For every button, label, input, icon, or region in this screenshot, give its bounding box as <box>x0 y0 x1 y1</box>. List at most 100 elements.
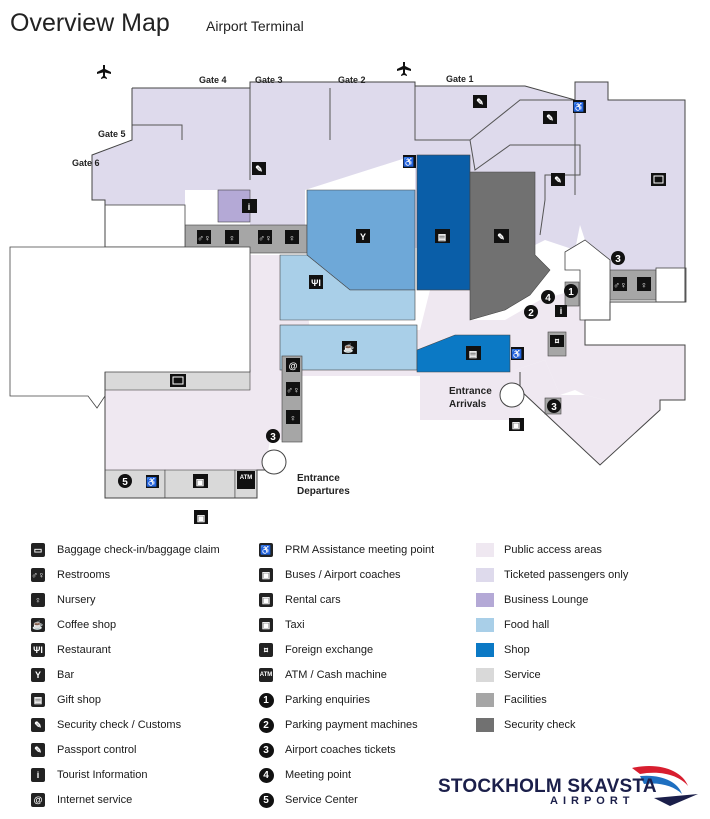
legend-label: Public access areas <box>504 544 602 556</box>
restrooms-icon: ♂♀ <box>31 568 45 582</box>
public-area <box>105 330 660 470</box>
shop-arrivals <box>416 334 511 373</box>
security-area <box>469 171 551 321</box>
map-nursery-icon-3: ♀ <box>286 410 300 424</box>
legend: ▭ Baggage check-in/baggage claim ♂♀ Rest… <box>0 536 710 819</box>
swatch-ticketed <box>476 568 494 582</box>
svg-text:i: i <box>248 202 251 212</box>
svg-text:♂♀: ♂♀ <box>286 385 300 395</box>
legend-item-passport: ✎ Passport control <box>29 741 136 759</box>
svg-text:☕: ☕ <box>343 342 354 353</box>
map-gift-shop-icon-2: ▤ <box>466 346 481 360</box>
legend-label: Shop <box>504 644 530 656</box>
legend-label: Coffee shop <box>57 619 117 631</box>
internet-icon: @ <box>29 792 47 808</box>
svg-text:4: 4 <box>545 293 551 304</box>
map-rental-car-icon: ▣ <box>193 474 208 488</box>
svg-text:ATM: ATM <box>240 475 253 481</box>
svg-text:3: 3 <box>551 402 557 413</box>
legend-area-food: Food hall <box>476 616 549 634</box>
map-wheelchair-icon-2: ♿ <box>403 155 416 168</box>
legend-label: Ticketed passengers only <box>504 569 629 581</box>
svg-text:♿: ♿ <box>511 348 522 359</box>
security-icon: ✎ <box>29 717 47 733</box>
rental-car-icon: ▣ <box>257 592 275 608</box>
map-restaurant-icon: ΨΙ <box>309 275 323 289</box>
map-nursery-icon-4: ♀ <box>637 277 651 291</box>
svg-text:✎: ✎ <box>255 164 263 174</box>
legend-area-shop: Shop <box>476 641 530 659</box>
legend-area-ticketed: Ticketed passengers only <box>476 566 628 584</box>
map-wheelchair-icon-1: ♿ <box>573 100 586 113</box>
legend-area-facilities: Facilities <box>476 691 547 709</box>
legend-item-bus: ▣ Buses / Airport coaches <box>257 566 401 584</box>
svg-text:♿: ♿ <box>403 156 414 167</box>
map-number-2-icon: 2 <box>524 305 538 319</box>
map-wheelchair-icon-3: ♿ <box>511 347 524 360</box>
arrivals-entrance-label-1: Entrance <box>449 386 492 397</box>
legend-label: Bar <box>57 669 75 681</box>
passport-icon: ✎ <box>29 742 47 758</box>
svg-text:♿: ♿ <box>573 101 584 112</box>
legend-item-nursery: ♀ Nursery <box>29 591 96 609</box>
white-block-right2 <box>655 267 687 303</box>
legend-label: Internet service <box>57 794 133 806</box>
map-atm-icon: ATM <box>237 471 255 489</box>
map-number-3-icon-b: 3 <box>547 399 561 413</box>
legend-label: Baggage check-in/baggage claim <box>57 544 220 556</box>
svg-text:5: 5 <box>122 477 128 488</box>
map-baggage-icon-2 <box>170 374 186 387</box>
tourist-info-icon: i <box>29 767 47 783</box>
legend-item-restaurant: ΨΙ Restaurant <box>29 641 111 659</box>
map-number-4-icon: 4 <box>541 290 555 304</box>
legend-label: Security check / Customs <box>57 719 182 731</box>
svg-text:1: 1 <box>568 287 574 298</box>
legend-label: Gift shop <box>57 694 102 706</box>
svg-text:¤: ¤ <box>554 336 559 346</box>
svg-text:♿: ♿ <box>146 476 157 487</box>
map-bar-icon: Y <box>356 229 370 243</box>
legend-item-number-5: 5 Service Center <box>257 791 358 809</box>
svg-text:♂♀: ♂♀ <box>258 233 272 243</box>
legend-label: Rental cars <box>285 594 341 606</box>
swatch-security <box>476 718 494 732</box>
legend-item-number-2: 2 Parking payment machines <box>257 716 418 734</box>
legend-item-bar: Y Bar <box>29 666 74 684</box>
gate-1-label: Gate 1 <box>446 74 474 84</box>
entrance-arrivals-door <box>499 382 525 408</box>
map-baggage-icon-1 <box>651 173 666 186</box>
map-restroom-icon-4: ♂♀ <box>613 277 627 291</box>
legend-item-number-4: 4 Meeting point <box>257 766 351 784</box>
map-restroom-icon-1: ♂♀ <box>197 230 211 244</box>
legend-label: Airport coaches tickets <box>285 744 396 756</box>
terminal-map: Gate 1 Gate 2 Gate 3 Gate 4 Gate 5 Gate … <box>9 62 687 524</box>
restaurant-icon: ΨΙ <box>29 642 47 658</box>
legend-item-tourist-info: i Tourist Information <box>29 766 147 784</box>
map-passport-icon-2: ✎ <box>543 111 557 124</box>
map-number-3-icon-c: 3 <box>266 429 280 443</box>
wheelchair-icon: ♿ <box>259 543 273 557</box>
map-wheelchair-icon-4: ♿ <box>146 475 159 488</box>
swatch-facilities <box>476 693 494 707</box>
svg-text:♂♀: ♂♀ <box>197 233 211 243</box>
svg-text:2: 2 <box>528 308 534 319</box>
map-exchange-icon: ¤ <box>550 335 564 347</box>
svg-text:3: 3 <box>270 432 276 443</box>
map-number-1-icon: 1 <box>564 284 578 298</box>
legend-label: Parking enquiries <box>285 694 370 706</box>
map-taxi-icon: ▣ <box>509 418 524 431</box>
svg-text:♀: ♀ <box>229 233 236 243</box>
bus-icon: ▣ <box>257 567 275 583</box>
map-nursery-icon-2: ♀ <box>285 230 299 244</box>
departures-entrance-label-1: Entrance <box>297 473 340 484</box>
legend-area-public: Public access areas <box>476 541 602 559</box>
ticketed-area <box>92 82 685 300</box>
svg-text:▤: ▤ <box>469 349 478 359</box>
swatch-lounge <box>476 593 494 607</box>
swatch-service <box>476 668 494 682</box>
map-security-icon-1: ✎ <box>551 173 565 186</box>
svg-text:Y: Y <box>360 232 366 242</box>
map-nursery-icon-1: ♀ <box>225 230 239 244</box>
legend-label: Service Center <box>285 794 358 806</box>
gift-shop-icon: ▤ <box>29 692 47 708</box>
